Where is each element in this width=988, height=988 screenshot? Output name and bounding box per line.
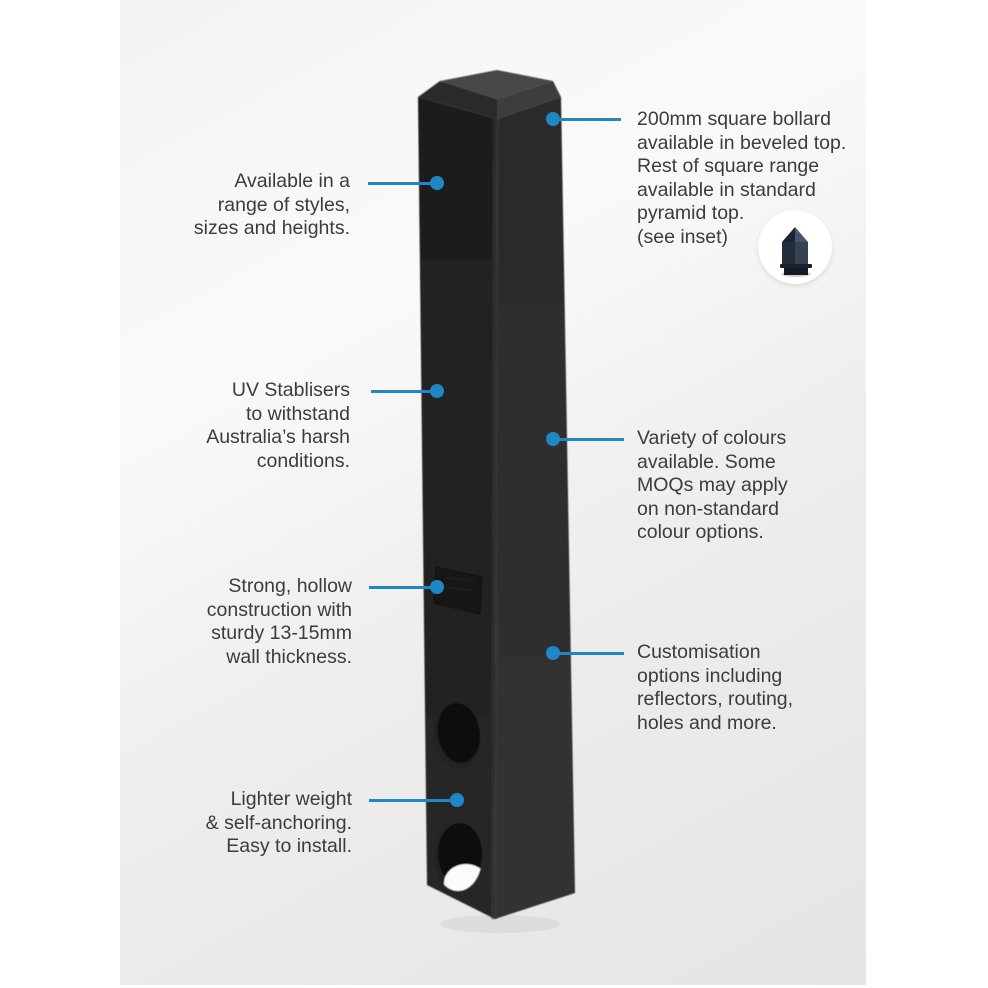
- brand-plate-texture: [443, 586, 474, 592]
- inset-cap-right: [795, 227, 808, 242]
- bollard-left-face: [418, 97, 497, 919]
- callout-uv-stabilisers: UV Stablisers to withstand Australia’s h…: [206, 379, 350, 472]
- bollard-top-cap-right-chamfer: [497, 81, 561, 119]
- leader-dot-styles: [430, 176, 444, 190]
- hole-light-pass-through: [444, 864, 482, 891]
- leader-dot-customisation: [546, 646, 560, 660]
- inset-cap-left: [782, 227, 795, 242]
- pyramid-top-bollard-image: [780, 227, 812, 277]
- leader-dot-weight: [450, 793, 464, 807]
- inset-body-right: [795, 242, 808, 264]
- callout-colour-variety: Variety of colours available. Some MOQs …: [637, 427, 788, 543]
- callout-lighter-weight: Lighter weight & self-anchoring. Easy to…: [205, 788, 352, 857]
- callout-hollow-construction: Strong, hollow construction with sturdy …: [206, 575, 352, 668]
- bollard-upper-hole: [433, 703, 481, 769]
- callout-available-styles: Available in a range of styles, sizes an…: [193, 170, 350, 239]
- leader-dot-colours: [546, 432, 560, 446]
- inset-base: [784, 268, 808, 275]
- callout-beveled-top: 200mm square bollard available in bevele…: [637, 108, 847, 248]
- leader-line-weight: [369, 799, 457, 802]
- bollard-top-cap-flat: [440, 70, 553, 99]
- leader-line-colours: [553, 438, 624, 441]
- leader-line-beveled-top: [553, 118, 621, 121]
- bollard-top-cap-left-chamfer: [418, 81, 497, 119]
- leader-line-styles: [368, 182, 437, 185]
- bollard-right-face: [495, 97, 575, 919]
- callout-customisation: Customisation options including reflecto…: [637, 641, 794, 734]
- leader-line-construction: [369, 586, 437, 589]
- leader-dot-uv: [430, 384, 444, 398]
- ground-shadow: [440, 915, 560, 933]
- leader-dot-beveled-top: [546, 112, 560, 126]
- brand-plate-texture: [443, 576, 474, 582]
- inset-collar: [780, 264, 812, 268]
- pyramid-top-inset-circle: [758, 210, 832, 284]
- bollard-lower-hole: [434, 823, 482, 891]
- leader-line-customisation: [553, 652, 624, 655]
- leader-dot-construction: [430, 580, 444, 594]
- inset-body-left: [782, 242, 795, 264]
- leader-line-uv: [371, 390, 437, 393]
- bollard-corner-seam: [491, 119, 499, 919]
